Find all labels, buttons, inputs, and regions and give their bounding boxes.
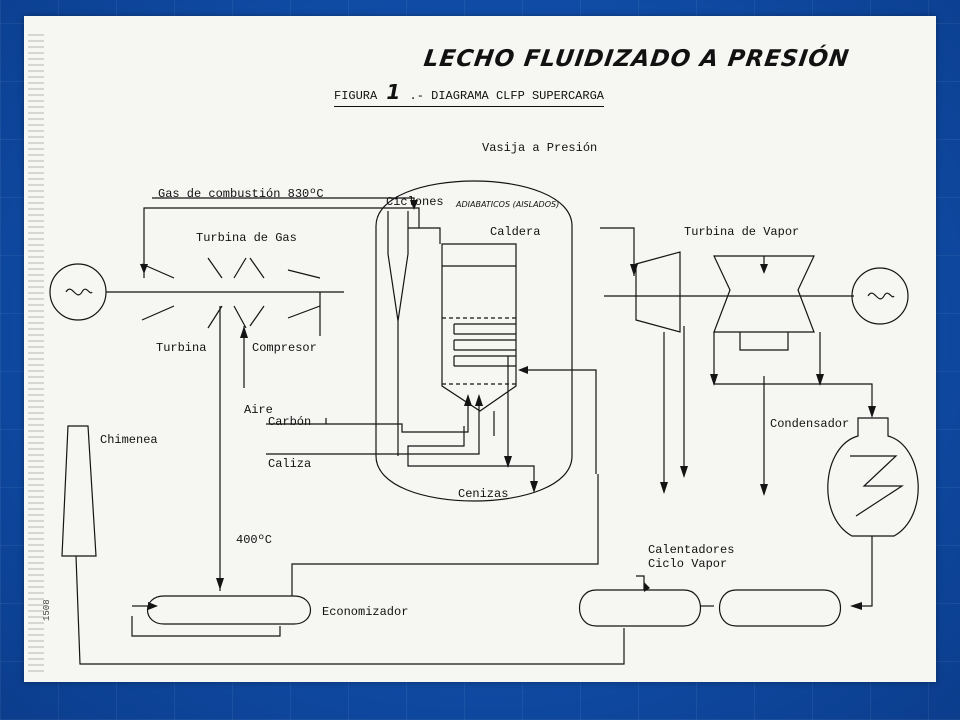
- gas-line-arrowhead: [410, 200, 418, 210]
- scan-stamp: 1508: [42, 599, 52, 621]
- feedwater-arrow: [518, 366, 528, 374]
- label-turbina: Turbina: [156, 341, 207, 355]
- steam-inlet-line: [600, 227, 635, 276]
- label-caliza: Caliza: [268, 457, 312, 471]
- generator-left: [49, 263, 107, 321]
- extraction-arrow-3: [710, 374, 718, 386]
- gas-line-arrow: [140, 264, 148, 274]
- generator-right-symbol: [867, 292, 895, 300]
- steam-turbine-lp: [713, 255, 815, 333]
- condensate-line: [854, 536, 873, 607]
- steam-turbine-outlet: [739, 332, 789, 351]
- label-gas-combustion: Gas de combustión 830ºC: [158, 187, 324, 201]
- carbon-arrow: [464, 394, 472, 406]
- label-cenizas: Cenizas: [458, 487, 509, 501]
- label-ciclones: Ciclones: [386, 195, 444, 209]
- economizer-bypass: [131, 616, 281, 637]
- gas-combustion-line: [143, 207, 420, 278]
- flue-gas-arrow: [216, 578, 224, 590]
- generator-left-symbol: [65, 288, 93, 296]
- extraction-arrow-2: [680, 466, 688, 478]
- label-aire: Aire: [244, 403, 273, 417]
- extraction-arrow-1: [660, 482, 668, 494]
- ash-arrow-2: [530, 481, 538, 493]
- boiler: [441, 243, 517, 412]
- carbon-feed-line: [266, 398, 469, 433]
- figure-number: 1: [386, 80, 401, 104]
- feedwater-heater-2: [719, 589, 841, 627]
- process-diagram: [49, 180, 919, 665]
- caliza-arrow: [475, 394, 483, 406]
- condenser-feed-arrow: [868, 406, 876, 418]
- label-caldera: Caldera: [490, 225, 541, 239]
- caliza-feed-line: [266, 398, 480, 455]
- feedwater-heater-1: [579, 589, 701, 627]
- handwritten-title: LECHO FLUIDIZADO A PRESIÓN: [422, 46, 852, 72]
- label-400c: 400ºC: [236, 533, 273, 547]
- label-ciclo-vapor: Ciclo Vapor: [648, 557, 728, 571]
- feedwater-line: [520, 369, 597, 474]
- label-calentadores: Calentadores: [648, 543, 735, 557]
- condensate-arrow: [850, 602, 862, 610]
- economizer-inlet-arrow: [148, 602, 158, 610]
- figure-prefix: FIGURA: [334, 89, 378, 103]
- condenser: [827, 417, 919, 537]
- label-condensador: Condensador: [770, 417, 850, 431]
- label-carbon: Carbón: [268, 415, 312, 429]
- label-chimenea: Chimenea: [100, 433, 158, 447]
- economizer: [147, 595, 311, 625]
- steam-inlet-arrow: [630, 264, 638, 276]
- scanned-figure: LECHO FLUIDIZADO A PRESIÓN FIGURA 1 .- D…: [24, 16, 936, 682]
- cyclone: [387, 211, 409, 322]
- label-turbina-gas: Turbina de Gas: [196, 231, 297, 245]
- compressor-blades: [249, 257, 321, 327]
- cyclone-inlet: [408, 227, 441, 244]
- label-ciclones-note: ADIABATICOS (AISLADOS): [456, 200, 560, 209]
- air-intake-arrow: [240, 326, 248, 338]
- steam-turbine-hp: [635, 251, 681, 333]
- chimney: [61, 425, 97, 557]
- generator-right: [851, 267, 909, 325]
- label-compresor: Compresor: [252, 341, 317, 355]
- extraction-arrow-4: [760, 484, 768, 496]
- label-economizador: Economizador: [322, 605, 409, 619]
- boiler-tube-bundle: [453, 323, 516, 367]
- chimney-flue: [75, 555, 625, 665]
- scan-edge-noise: [28, 34, 44, 674]
- ash-line-2: [407, 426, 535, 491]
- label-vasija: Vasija a Presión: [482, 141, 598, 155]
- condenser-coil: [850, 455, 905, 517]
- lp-exhaust-arrow: [816, 374, 824, 386]
- economizer-to-boiler: [291, 474, 599, 596]
- heater-vent-arrow: [644, 582, 650, 592]
- condenser-feed-line: [714, 383, 873, 416]
- ash-arrow-1: [504, 456, 512, 468]
- crossover-arrow: [760, 264, 768, 274]
- label-turbina-vapor: Turbina de Vapor: [684, 225, 800, 239]
- heater-vent: [636, 575, 645, 590]
- pressure-vessel: [375, 180, 573, 502]
- gas-turbine-blades: [141, 257, 247, 329]
- figure-caption: FIGURA 1 .- DIAGRAMA CLFP SUPERCARGA: [334, 80, 604, 107]
- figure-caption-text: .- DIAGRAMA CLFP SUPERCARGA: [409, 89, 604, 103]
